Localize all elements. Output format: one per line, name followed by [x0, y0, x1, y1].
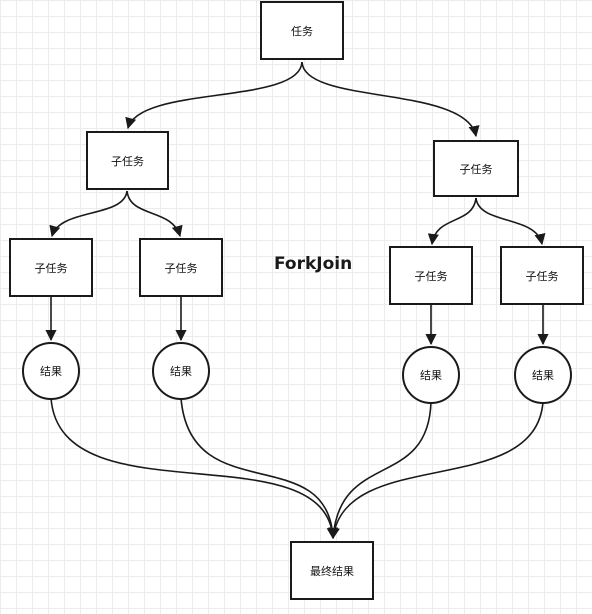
edge-result-2-to-final: [180, 397, 339, 540]
edge-result-4-to-final: [328, 401, 544, 540]
subtask-left-label: 子任务: [111, 154, 144, 168]
leaf-task-1-label: 子任务: [34, 261, 68, 275]
diagram-title: ForkJoin: [274, 254, 353, 274]
edge-subtask-left-to-leaf-1: [49, 190, 128, 238]
subtask-right-box: 子任务: [433, 140, 519, 197]
edge-result-1-to-final: [50, 397, 338, 540]
leaf-task-2-label: 子任务: [164, 261, 198, 275]
edge-subtask-right-to-leaf-3: [427, 197, 477, 246]
edge-subtask-left-to-leaf-2: [126, 190, 183, 238]
final-result-box: 最终结果: [290, 541, 374, 600]
result-2-label: 结果: [170, 365, 192, 378]
result-1-label: 结果: [40, 365, 62, 378]
leaf-task-4-label: 子任务: [525, 269, 559, 283]
root-task-label: 任务: [291, 24, 313, 38]
leaf-task-4-box: 子任务: [500, 246, 584, 305]
result-2-circle: 结果: [152, 342, 210, 400]
result-4-circle: 结果: [514, 346, 572, 404]
edge-root-to-subtask-left: [125, 61, 303, 130]
subtask-right-label: 子任务: [459, 162, 493, 176]
result-4-label: 结果: [532, 369, 554, 382]
root-task-box: 任务: [260, 1, 344, 60]
leaf-task-2-box: 子任务: [139, 238, 223, 297]
final-result-label: 最终结果: [310, 564, 354, 578]
leaf-task-3-box: 子任务: [389, 246, 473, 305]
edge-subtask-right-to-leaf-4: [475, 197, 546, 246]
subtask-left-box: 子任务: [86, 131, 169, 190]
edge-root-to-subtask-right: [301, 61, 480, 138]
leaf-task-3-label: 子任务: [414, 269, 448, 283]
result-3-circle: 结果: [402, 346, 460, 404]
result-3-label: 结果: [420, 369, 442, 382]
result-1-circle: 结果: [22, 342, 80, 400]
edge-result-3-to-final: [328, 401, 432, 540]
leaf-task-1-box: 子任务: [9, 238, 93, 297]
